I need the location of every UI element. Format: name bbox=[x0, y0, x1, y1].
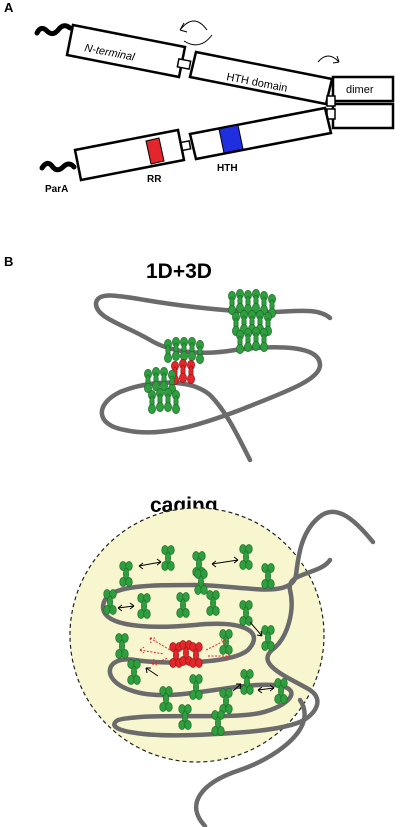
cage-region bbox=[69, 507, 325, 763]
lower-hth-segment bbox=[188, 106, 333, 161]
panel-b-label: B bbox=[4, 254, 13, 269]
rotation-arrow-1 bbox=[179, 20, 208, 33]
rr-block bbox=[145, 137, 165, 165]
dimer-box-lower bbox=[331, 102, 395, 130]
dna-strand-caging bbox=[100, 509, 376, 827]
para-label: ParA bbox=[45, 184, 68, 195]
dimer-label: dimer bbox=[346, 84, 374, 96]
protein-cluster-left bbox=[143, 366, 181, 415]
n-terminal-box: N-terminal bbox=[65, 23, 187, 79]
interaction-arrows bbox=[117, 556, 275, 694]
rotation-arrow-1b bbox=[183, 34, 213, 46]
lower-n-segment bbox=[73, 128, 186, 182]
dna-strand-1d3d bbox=[93, 293, 333, 463]
protein-cluster-top bbox=[227, 288, 277, 355]
interaction-arrows-red bbox=[139, 637, 231, 666]
title-1d3d: 1D+3D bbox=[146, 260, 212, 283]
hth-domain-box: HTH domain bbox=[188, 50, 334, 106]
hth-block bbox=[218, 124, 244, 154]
centromere-proteins-caging bbox=[169, 640, 203, 668]
hth-label: HTH bbox=[217, 163, 238, 174]
upper-linker-1 bbox=[176, 58, 192, 70]
dimer-linker-upper bbox=[326, 95, 336, 107]
panel-a-label: A bbox=[4, 0, 14, 15]
dimer-box: dimer bbox=[331, 75, 395, 103]
upper-n-tail bbox=[34, 23, 73, 37]
rotation-arrow-2 bbox=[317, 55, 340, 64]
lower-n-tail bbox=[39, 160, 77, 173]
rr-label: RR bbox=[147, 174, 162, 185]
